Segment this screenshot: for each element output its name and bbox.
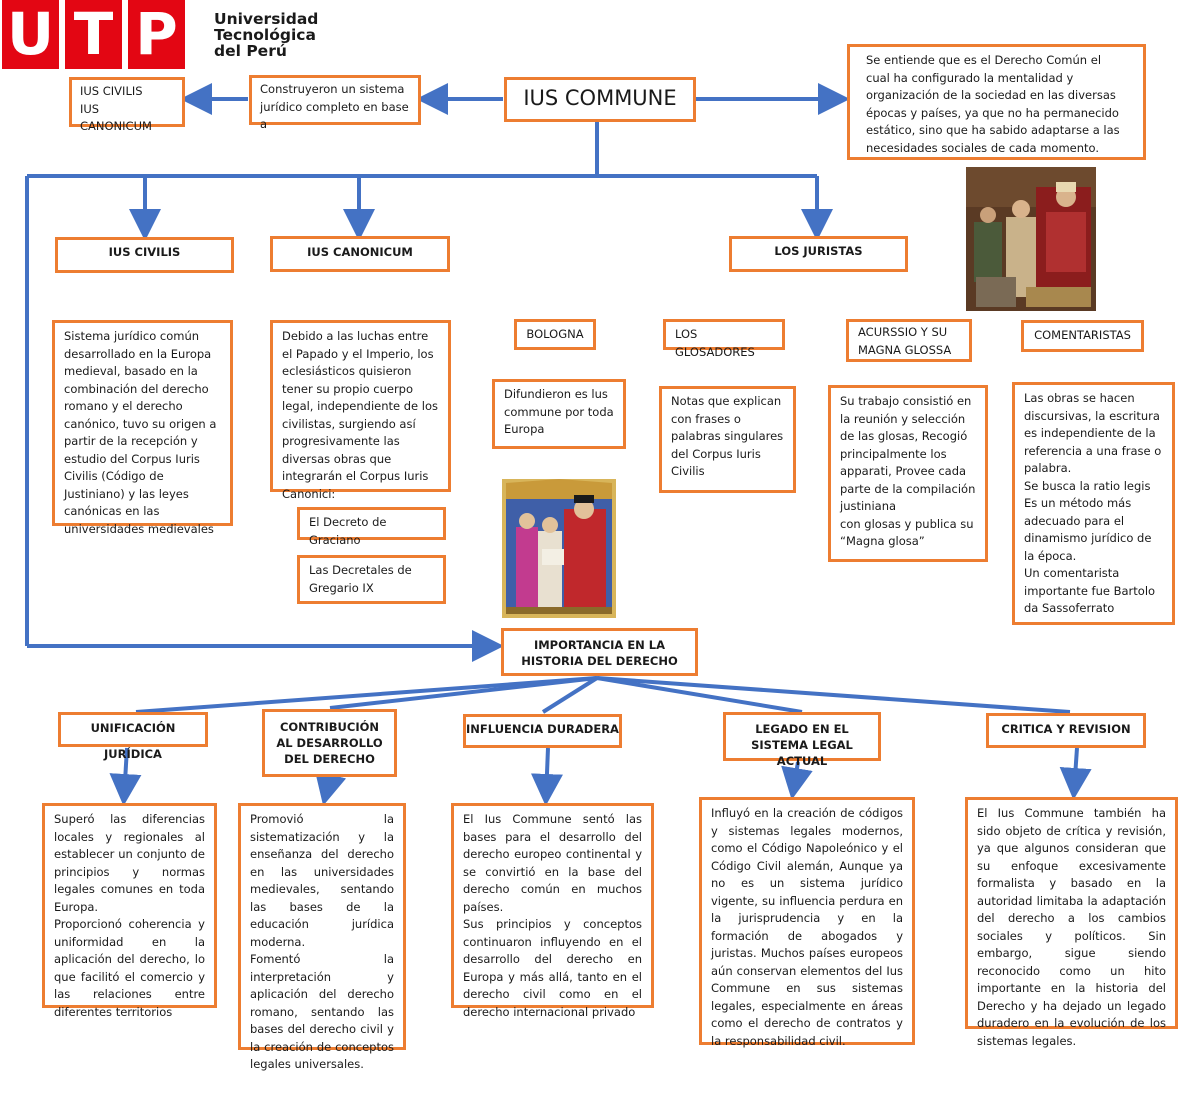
main-title: IUS COMMUNE xyxy=(504,77,696,122)
influencia-header: INFLUENCIA DURADERA xyxy=(463,714,622,748)
logo-letter-p: P xyxy=(128,0,185,69)
bologna-header: BOLOGNA xyxy=(514,319,596,350)
unificacion-header: UNIFICACIÓN JURÍDICA xyxy=(58,712,208,761)
fan-unificacion xyxy=(135,676,598,714)
critica-header: CRITICA Y REVISION xyxy=(986,713,1146,748)
decreto-graciano-box: El Decreto de Graciano xyxy=(297,507,446,547)
logo-text-peru: del Perú xyxy=(214,42,287,60)
legado-header: LEGADO EN EL SISTEMA LEGAL ACTUAL xyxy=(723,712,881,768)
logo-text-tecnologica: Tecnológica xyxy=(214,26,316,44)
fan-critica xyxy=(596,676,1071,714)
contribucion-text: Promovió la sistematización y la enseñan… xyxy=(238,803,406,1071)
arrow-critica-text xyxy=(1059,747,1092,800)
top-left-box: IUS CIVILIS IUS CANONICUM xyxy=(69,77,185,133)
comentaristas-text: Las obras se hacen discursivas, la escri… xyxy=(1012,382,1175,625)
top-left-line2: IUS CANONICUM xyxy=(80,101,152,134)
importancia-header: IMPORTANCIA EN LA HISTORIA DEL DERECHO xyxy=(501,628,698,676)
influencia-text: El Ius Commune sentó las bases para el d… xyxy=(451,803,654,1019)
contribucion-header: CONTRIBUCIÓN AL DESARROLLO DEL DERECHO xyxy=(262,709,397,777)
unificacion-text: Superó las diferencias locales y regiona… xyxy=(42,803,217,1019)
glosadores-header: LOS GLOSADORES xyxy=(663,319,785,359)
arrow-influencia-text xyxy=(530,747,563,806)
comentaristas-header: COMENTARISTAS xyxy=(1021,320,1144,352)
arrow-unificacion-text xyxy=(109,747,142,806)
bologna-text: Difundieron es lus commune por toda Euro… xyxy=(492,379,626,449)
fan-influencia xyxy=(541,676,599,714)
fan-legado xyxy=(596,676,803,714)
acurssio-header: ACURSSIO Y SU MAGNA GLOSSA xyxy=(846,319,972,362)
top-left-line1: IUS CIVILIS xyxy=(80,84,143,98)
decretales-box: Las Decretales de Gregario IX xyxy=(297,555,446,604)
logo-letter-u: U xyxy=(2,0,59,69)
definition-box: Se entiende que es el Derecho Común el c… xyxy=(847,44,1146,160)
arrow-contribucion-text xyxy=(314,770,347,806)
critica-text: El Ius Commune también ha sido objeto de… xyxy=(965,797,1178,1048)
ius-civilis-text: Sistema jurídico común desarrollado en l… xyxy=(52,320,233,536)
logo-letter-t: T xyxy=(65,0,122,69)
legado-text: Influyó en la creación de códigos y sist… xyxy=(699,797,915,1048)
glosadores-text: Notas que explican con frases o palabras… xyxy=(659,386,796,493)
acurssio-text: Su trabajo consistió en la reunión y sel… xyxy=(828,385,988,562)
fan-contribucion xyxy=(329,676,598,710)
construyeron-box: Construyeron un sistema jurídico complet… xyxy=(249,75,421,131)
arrow-legado-text xyxy=(781,761,813,800)
los-juristas-header: LOS JURISTAS xyxy=(729,236,908,272)
medieval-painting-jurists-image xyxy=(966,167,1096,311)
logo-text-universidad: Universidad xyxy=(214,10,319,28)
ius-civilis-header: IUS CIVILIS xyxy=(55,237,234,273)
manuscript-illumination-image xyxy=(502,479,616,618)
ius-canonicum-header: IUS CANONICUM xyxy=(270,236,450,272)
ius-canonicum-text: Debido a las luchas entre el Papado y el… xyxy=(270,320,451,501)
